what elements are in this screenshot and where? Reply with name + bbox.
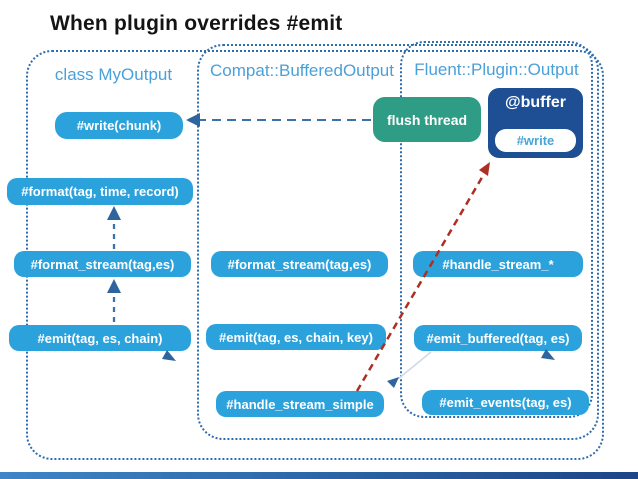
box-emit-compat: #emit(tag, es, chain, key) (206, 324, 386, 350)
box-buffer-write: #write (495, 129, 576, 152)
box-handle-stream-star: #handle_stream_* (413, 251, 583, 277)
box-buffer: @buffer #write (488, 88, 583, 158)
footer-bar (0, 472, 638, 479)
box-emit-buffered: #emit_buffered(tag, es) (414, 325, 582, 351)
container-class-myoutput-label: class MyOutput (54, 65, 173, 84)
buffer-label: @buffer (505, 94, 566, 111)
container-compat-bufferedoutput-label: Compat::BufferedOutput (210, 61, 394, 80)
box-emit-events: #emit_events(tag, es) (422, 390, 589, 415)
box-format-stream-compat: #format_stream(tag,es) (211, 251, 388, 277)
container-fluent-plugin-output-label: Fluent::Plugin::Output (414, 60, 579, 79)
box-format-tag-time-record: #format(tag, time, record) (7, 178, 193, 205)
box-format-stream-left: #format_stream(tag,es) (14, 251, 191, 277)
slide-title: When plugin overrides #emit (50, 12, 343, 35)
container-compat-bufferedoutput: Compat::BufferedOutput (197, 44, 599, 440)
box-flush-thread: flush thread (373, 97, 481, 142)
box-write-chunk: #write(chunk) (55, 112, 183, 139)
box-handle-stream-simple: #handle_stream_simple (216, 391, 384, 417)
box-emit-left: #emit(tag, es, chain) (9, 325, 191, 351)
